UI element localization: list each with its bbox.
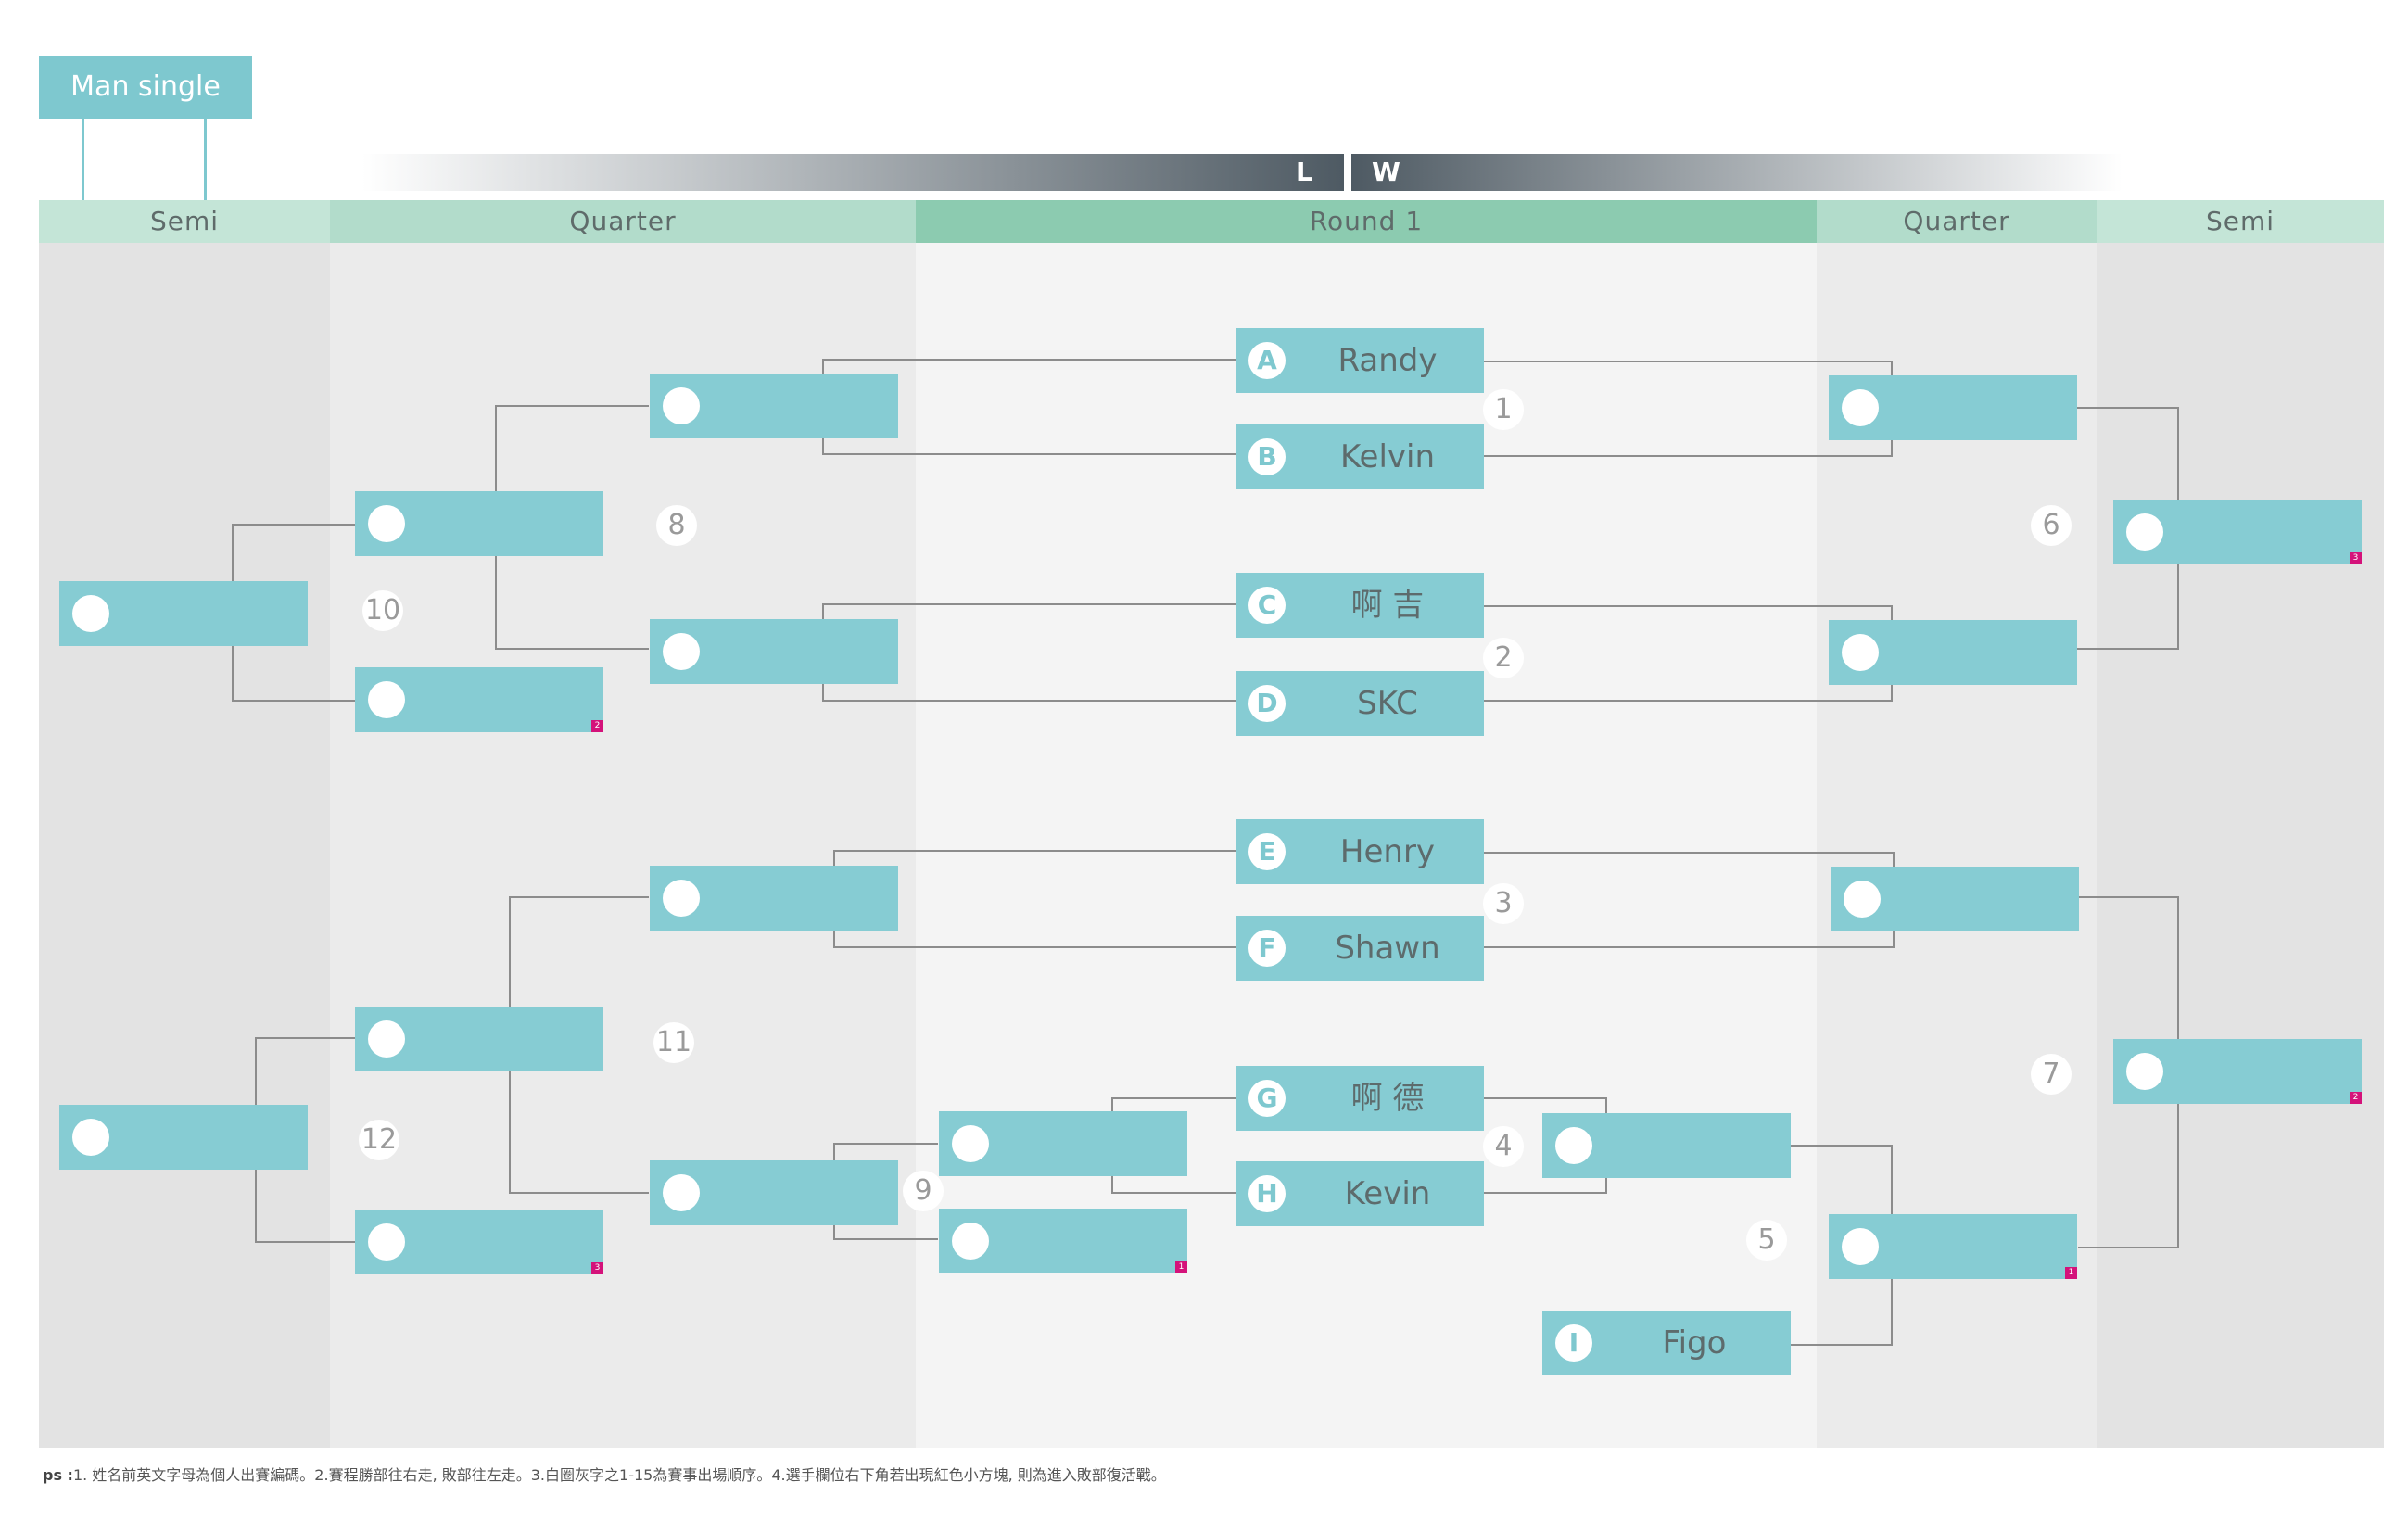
title-connector-right — [204, 119, 207, 200]
player-slot-f: F Shawn — [1236, 916, 1484, 981]
player-name: Shawn — [1335, 930, 1440, 967]
repechage-badge: 1 — [2065, 1267, 2077, 1279]
footnote: ps :1. 姓名前英文字母為個人出賽編碼。2.賽程勝部往右走, 敗部往左走。3… — [43, 1463, 1166, 1485]
loser-slot-match-6: 2 — [355, 667, 603, 732]
player-code-badge: F — [1248, 930, 1286, 967]
player-slot-h: H Kevin — [1236, 1161, 1484, 1226]
empty-slot-dot — [952, 1223, 989, 1260]
winner-slot-match-6: 3 — [2113, 500, 2362, 564]
column-header-loser-semi: Semi — [39, 200, 330, 243]
lose-direction-label: L — [1296, 157, 1312, 187]
player-name: Kelvin — [1339, 438, 1436, 475]
match-number-5: 5 — [1746, 1220, 1787, 1261]
winner-slot-match-7: 2 — [2113, 1039, 2362, 1104]
player-code-badge: H — [1248, 1175, 1286, 1212]
empty-slot-dot — [1842, 1228, 1879, 1265]
match-number-9: 9 — [903, 1171, 944, 1211]
bracket-title: Man single — [39, 56, 252, 119]
player-slot-d: D SKC — [1236, 671, 1484, 736]
empty-slot-dot — [368, 1223, 405, 1261]
player-code-badge: I — [1555, 1324, 1592, 1362]
empty-slot-dot — [2126, 513, 2163, 551]
loser-slot-match-9-winner — [650, 1160, 898, 1225]
loser-slot-match-7: 3 — [355, 1210, 603, 1274]
player-code-badge: D — [1248, 685, 1286, 722]
player-slot-a: A Randy — [1236, 328, 1484, 393]
winner-slot-match-4 — [1542, 1113, 1791, 1178]
column-header-winner-quarter: Quarter — [1817, 200, 2097, 243]
win-direction-label: W — [1372, 157, 1400, 187]
footnote-prefix: ps : — [43, 1466, 73, 1484]
player-code-badge: C — [1248, 587, 1286, 624]
empty-slot-dot — [952, 1125, 989, 1162]
repechage-badge: 2 — [591, 720, 603, 732]
match-number-2: 2 — [1483, 638, 1524, 678]
player-name: Figo — [1662, 1324, 1727, 1362]
match-number-7: 7 — [2031, 1054, 2072, 1095]
loser-slot-match-5: 1 — [939, 1209, 1187, 1273]
column-loser-semi — [39, 243, 330, 1448]
match-number-12: 12 — [359, 1120, 399, 1160]
loser-slot-match-4 — [939, 1111, 1187, 1176]
match-number-6: 6 — [2031, 505, 2072, 546]
loser-winner-direction-bar — [361, 154, 2123, 191]
loser-slot-match-11 — [355, 1007, 603, 1071]
empty-slot-dot — [663, 633, 700, 670]
player-slot-c: C 啊 吉 — [1236, 573, 1484, 638]
repechage-badge: 3 — [591, 1262, 603, 1274]
repechage-badge: 1 — [1175, 1261, 1187, 1273]
match-number-11: 11 — [653, 1022, 694, 1063]
empty-slot-dot — [368, 505, 405, 542]
empty-slot-dot — [1555, 1127, 1592, 1164]
empty-slot-dot — [368, 1020, 405, 1058]
player-name: SKC — [1357, 685, 1418, 722]
player-slot-g: G 啊 德 — [1236, 1066, 1484, 1131]
player-slot-b: B Kelvin — [1236, 424, 1484, 489]
player-code-badge: G — [1248, 1080, 1286, 1117]
empty-slot-dot — [368, 681, 405, 718]
footnote-text: 1. 姓名前英文字母為個人出賽編碼。2.賽程勝部往右走, 敗部往左走。3.白圈灰… — [72, 1466, 1166, 1484]
match-number-1: 1 — [1483, 389, 1524, 430]
loser-slot-match-10 — [59, 581, 308, 646]
repechage-badge: 2 — [2350, 1092, 2362, 1104]
empty-slot-dot — [1842, 389, 1879, 426]
loser-slot-match-12 — [59, 1105, 308, 1170]
empty-slot-dot — [1842, 634, 1879, 671]
empty-slot-dot — [2126, 1053, 2163, 1090]
player-name: Randy — [1337, 342, 1438, 379]
winner-slot-match-2 — [1829, 620, 2077, 685]
match-number-3: 3 — [1483, 883, 1524, 924]
match-number-4: 4 — [1483, 1126, 1524, 1167]
player-name: 啊 吉 — [1350, 587, 1425, 624]
player-code-badge: B — [1248, 438, 1286, 475]
column-header-round-1: Round 1 — [916, 200, 1817, 243]
title-connector-left — [82, 119, 84, 200]
player-slot-i: I Figo — [1542, 1311, 1791, 1375]
empty-slot-dot — [663, 880, 700, 917]
column-header-loser-quarter: Quarter — [330, 200, 916, 243]
player-name: 啊 德 — [1350, 1080, 1425, 1117]
loser-slot-match-3 — [650, 866, 898, 931]
winner-slot-match-3 — [1831, 867, 2079, 931]
loser-slot-match-2 — [650, 619, 898, 684]
loser-slot-match-8 — [355, 491, 603, 556]
empty-slot-dot — [663, 387, 700, 424]
column-header-winner-semi: Semi — [2097, 200, 2384, 243]
empty-slot-dot — [72, 1119, 109, 1156]
loser-slot-match-1 — [650, 374, 898, 438]
empty-slot-dot — [1844, 881, 1881, 918]
empty-slot-dot — [663, 1174, 700, 1211]
match-number-8: 8 — [656, 505, 697, 546]
player-name: Kevin — [1344, 1175, 1431, 1212]
winner-slot-match-5: 1 — [1829, 1214, 2077, 1279]
repechage-badge: 3 — [2350, 552, 2362, 564]
player-name: Henry — [1339, 833, 1436, 870]
empty-slot-dot — [72, 595, 109, 632]
match-number-10: 10 — [362, 590, 403, 631]
player-code-badge: E — [1248, 833, 1286, 870]
winner-slot-match-1 — [1829, 375, 2077, 440]
player-slot-e: E Henry — [1236, 819, 1484, 884]
player-code-badge: A — [1248, 342, 1286, 379]
